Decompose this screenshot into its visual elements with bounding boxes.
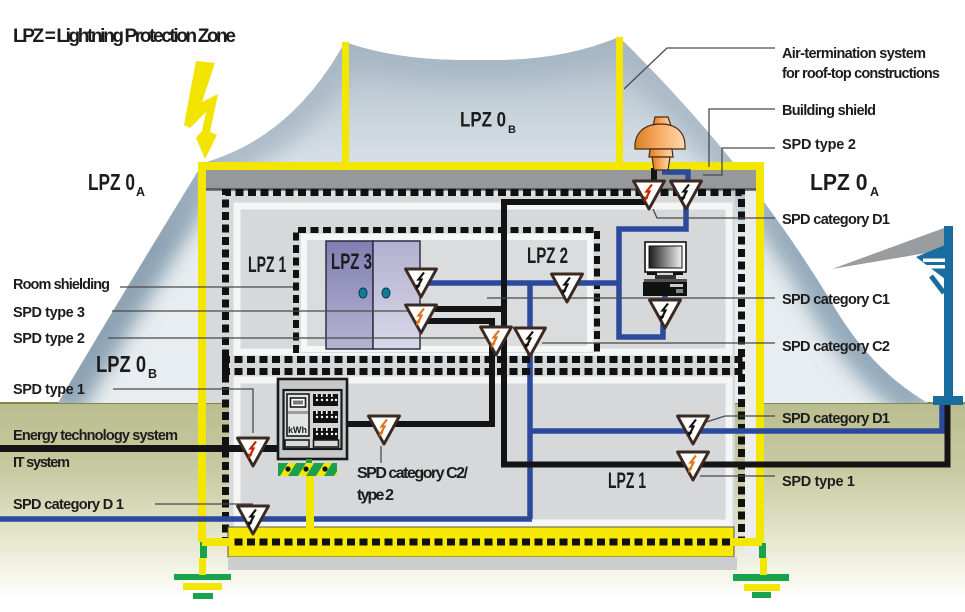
svg-text:IT system: IT system bbox=[13, 455, 70, 471]
svg-text:SPD category C2/: SPD category C2/ bbox=[357, 465, 469, 482]
svg-text:LPZ 3: LPZ 3 bbox=[331, 249, 372, 274]
svg-text:SPD category C2: SPD category C2 bbox=[782, 339, 890, 355]
svg-text:SPD category D1: SPD category D1 bbox=[782, 212, 890, 228]
svg-text:LPZ 1: LPZ 1 bbox=[248, 252, 286, 277]
svg-text:Building shield: Building shield bbox=[782, 103, 876, 119]
svg-text:LPZ 0: LPZ 0 bbox=[88, 171, 135, 196]
svg-text:B: B bbox=[148, 367, 157, 381]
svg-text:SPD category C1: SPD category C1 bbox=[782, 292, 890, 308]
svg-text:LPZ 1: LPZ 1 bbox=[608, 468, 646, 493]
svg-text:for roof-top constructions: for roof-top constructions bbox=[782, 66, 940, 82]
svg-text:Air-termination system: Air-termination system bbox=[782, 46, 926, 62]
svg-text:SPD type 3: SPD type 3 bbox=[13, 305, 85, 321]
svg-text:LPZ 0: LPZ 0 bbox=[460, 109, 506, 132]
svg-text:Energy technology system: Energy technology system bbox=[13, 428, 178, 444]
svg-text:Room shielding: Room shielding bbox=[13, 277, 110, 293]
svg-text:B: B bbox=[508, 124, 516, 136]
svg-text:type 2: type 2 bbox=[357, 487, 394, 504]
svg-text:LPZ = Lightning Protection Zon: LPZ = Lightning Protection Zone bbox=[13, 26, 236, 47]
svg-text:LPZ 0: LPZ 0 bbox=[810, 169, 868, 195]
svg-text:SPD type 2: SPD type 2 bbox=[13, 331, 85, 347]
svg-text:SPD category D 1: SPD category D 1 bbox=[13, 497, 124, 513]
svg-text:LPZ 2: LPZ 2 bbox=[527, 243, 568, 268]
svg-text:SPD type 2: SPD type 2 bbox=[782, 137, 856, 153]
svg-text:kWh: kWh bbox=[288, 425, 307, 436]
svg-text:A: A bbox=[136, 185, 145, 199]
svg-text:SPD type 1: SPD type 1 bbox=[13, 382, 85, 398]
svg-text:SPD category D1: SPD category D1 bbox=[782, 411, 890, 427]
svg-text:A: A bbox=[870, 185, 879, 199]
svg-text:LPZ 0: LPZ 0 bbox=[96, 352, 146, 377]
svg-text:SPD type 1: SPD type 1 bbox=[782, 474, 855, 490]
